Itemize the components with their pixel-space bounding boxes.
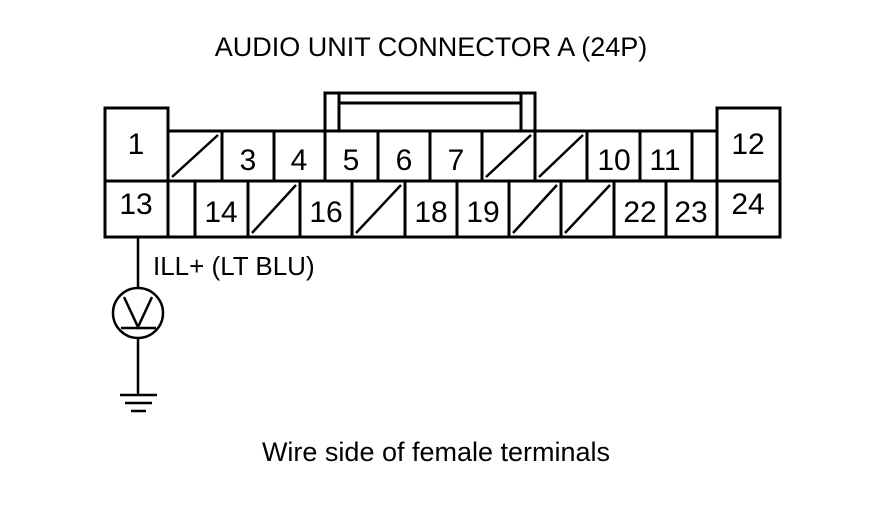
terminal-10: 10	[597, 144, 630, 177]
wire-label: ILL+ (LT BLU)	[153, 251, 315, 281]
terminal-7: 7	[448, 144, 465, 177]
terminal-16: 16	[309, 196, 342, 229]
bottom-row-terminals: 13 14 16 18 19 22 23 24	[119, 188, 764, 229]
connector-body	[103, 91, 782, 239]
terminal-14: 14	[204, 196, 237, 229]
empty-cavity-marks	[171, 134, 611, 234]
terminal-23: 23	[674, 196, 707, 229]
terminal-22: 22	[623, 196, 656, 229]
terminal-5: 5	[343, 144, 360, 177]
terminal-12: 12	[731, 128, 764, 161]
terminal-13: 13	[119, 188, 152, 221]
terminal-4: 4	[291, 144, 308, 177]
terminal-11: 11	[649, 144, 680, 177]
ground-icon	[120, 393, 157, 413]
terminal-19: 19	[466, 196, 499, 229]
voltmeter-icon	[111, 286, 165, 340]
top-row-terminals: 1 3 4 5 6 7 10 11 12	[128, 128, 765, 177]
terminal-3: 3	[240, 144, 257, 177]
terminal-24: 24	[731, 188, 764, 221]
voltmeter-v-glyph	[122, 296, 154, 330]
diagram-title: AUDIO UNIT CONNECTOR A (24P)	[215, 32, 648, 62]
terminal-6: 6	[396, 144, 413, 177]
locking-tab	[323, 91, 537, 131]
diagram-caption: Wire side of female terminals	[262, 437, 610, 467]
terminal-18: 18	[414, 196, 447, 229]
terminal-1: 1	[128, 128, 145, 161]
test-circuit	[111, 237, 165, 413]
